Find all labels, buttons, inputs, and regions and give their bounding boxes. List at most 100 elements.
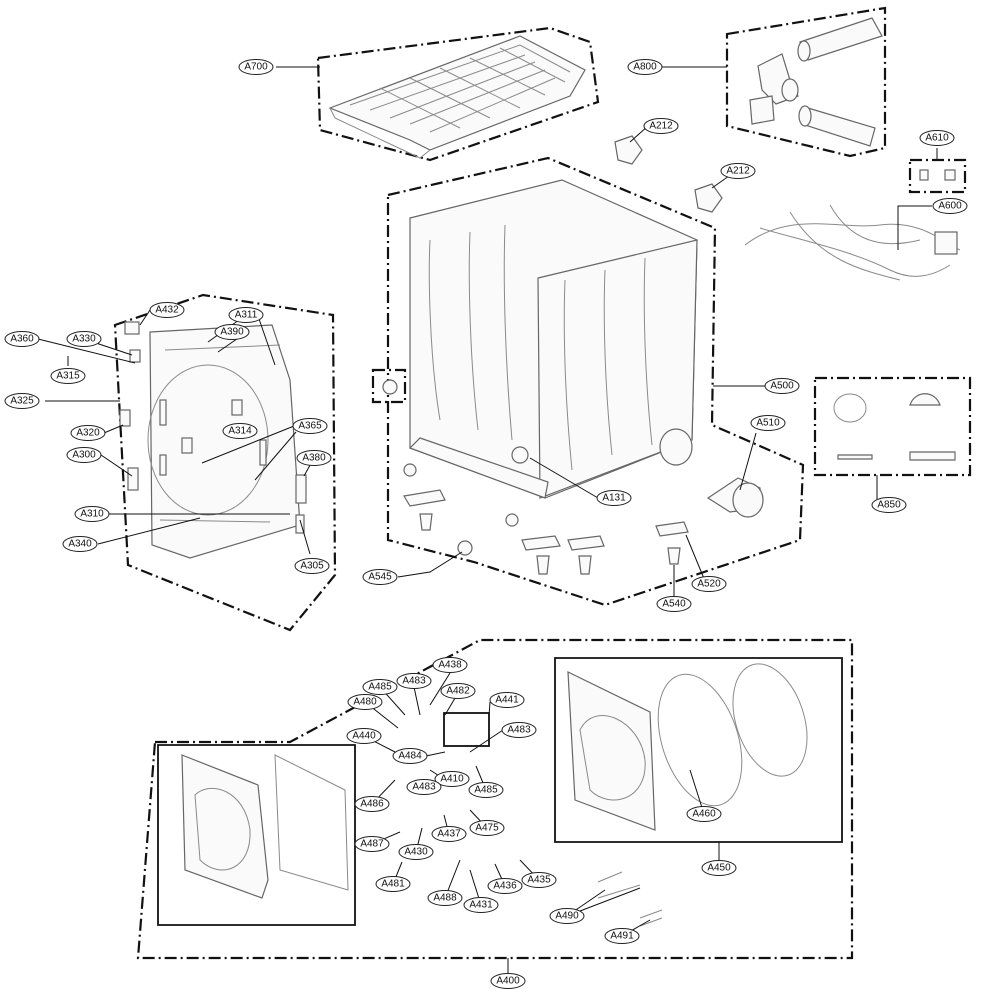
callout-oval	[362, 679, 398, 695]
callout-text-a487: A487	[360, 839, 384, 850]
callout-oval	[463, 897, 499, 913]
callout-oval	[406, 779, 442, 795]
callout-oval	[392, 748, 428, 764]
callout-oval	[701, 860, 737, 876]
callout-oval	[919, 130, 955, 146]
callout-oval	[604, 928, 640, 944]
callout-oval	[347, 694, 383, 710]
callout-text-a490: A490	[555, 911, 579, 922]
callout-text-a330: A330	[72, 334, 96, 345]
callout-oval	[294, 558, 330, 574]
accessory-group-boundary	[813, 376, 972, 477]
callout-oval	[489, 692, 525, 708]
callout-text-a700: A700	[244, 62, 268, 73]
callout-text-a483a: A483	[402, 676, 426, 687]
callout-oval	[62, 536, 98, 552]
callout-text-a315: A315	[56, 371, 80, 382]
callout-a600: A600	[932, 198, 968, 214]
callout-oval	[440, 683, 476, 699]
callout-oval	[66, 447, 102, 463]
callout-text-a480: A480	[353, 697, 377, 708]
callout-text-a483b: A483	[507, 725, 531, 736]
callout-oval	[469, 820, 505, 836]
callout-a380: A380	[296, 450, 332, 466]
callout-oval	[643, 118, 679, 134]
callout-oval	[720, 163, 756, 179]
callout-oval	[70, 425, 106, 441]
callout-text-a500: A500	[770, 381, 794, 392]
callout-text-a380: A380	[302, 453, 326, 464]
callout-a485b: A485	[468, 782, 504, 798]
callout-oval	[521, 872, 557, 888]
callout-oval	[50, 368, 86, 384]
cabinet-group-boundary	[386, 156, 805, 607]
callout-a310: A310	[74, 506, 110, 522]
wire-harness-part	[744, 169, 961, 281]
callout-oval	[596, 490, 632, 506]
callout-text-a460: A460	[692, 809, 716, 820]
callout-oval	[398, 844, 434, 860]
callout-a131: A131	[596, 490, 632, 506]
callout-text-a800: A800	[633, 62, 657, 73]
callout-text-a437: A437	[437, 829, 461, 840]
callout-oval	[691, 576, 727, 592]
callout-a438: A438	[432, 657, 468, 673]
callout-a481: A481	[375, 876, 411, 892]
callout-a610: A610	[919, 130, 955, 146]
callout-text-a431: A431	[469, 900, 493, 911]
callout-text-a310: A310	[80, 509, 104, 520]
callout-oval	[871, 497, 907, 513]
callout-oval	[296, 450, 332, 466]
a441-part-box	[443, 712, 490, 747]
callout-oval	[932, 198, 968, 214]
callout-text-a365: A365	[298, 421, 322, 432]
callout-oval	[656, 596, 692, 612]
callout-oval	[686, 806, 722, 822]
callout-text-a305: A305	[300, 561, 324, 572]
callout-text-a360: A360	[10, 334, 34, 345]
callout-a450: A450	[701, 860, 737, 876]
feet-part	[403, 463, 689, 575]
callout-oval	[354, 836, 390, 852]
callout-text-a482: A482	[446, 686, 470, 697]
callout-text-a390: A390	[220, 327, 244, 338]
callout-a315: A315	[50, 368, 86, 384]
callout-text-a410: A410	[440, 774, 464, 785]
callout-oval	[346, 728, 382, 744]
callout-text-a131: A131	[602, 493, 626, 504]
callout-text-a340: A340	[68, 539, 92, 550]
door-frame-box	[554, 657, 843, 843]
callout-oval	[427, 890, 463, 906]
cabinet-part	[382, 179, 698, 499]
group-boundaries	[113, 6, 972, 960]
callout-oval	[149, 302, 185, 318]
callout-a441: A441	[489, 692, 525, 708]
callout-oval	[354, 796, 390, 812]
callout-a390: A390	[214, 324, 250, 340]
callout-text-a540: A540	[662, 599, 686, 610]
callout-a480: A480	[347, 694, 383, 710]
callout-text-a311: A311	[235, 310, 258, 321]
callout-a482: A482	[440, 683, 476, 699]
door-panel-box	[157, 744, 356, 926]
accessory-kit-part	[833, 393, 956, 461]
callout-text-a610: A610	[925, 133, 949, 144]
callout-a360: A360	[4, 331, 40, 347]
callout-oval	[432, 657, 468, 673]
callout-oval	[468, 782, 504, 798]
callout-a300: A300	[66, 447, 102, 463]
callout-a431: A431	[463, 897, 499, 913]
callout-a475: A475	[469, 820, 505, 836]
callout-text-a491: A491	[610, 931, 634, 942]
top-plate-part	[328, 35, 586, 159]
callout-text-a520: A520	[697, 579, 721, 590]
callout-oval	[549, 908, 585, 924]
callout-oval	[66, 331, 102, 347]
callout-a483b: A483	[501, 722, 537, 738]
callout-a700: A700	[238, 59, 274, 75]
callout-text-a440: A440	[352, 731, 376, 742]
hinge-parts	[597, 871, 663, 927]
callout-a325: A325	[4, 393, 40, 409]
callout-text-a483c: A483	[412, 782, 436, 793]
